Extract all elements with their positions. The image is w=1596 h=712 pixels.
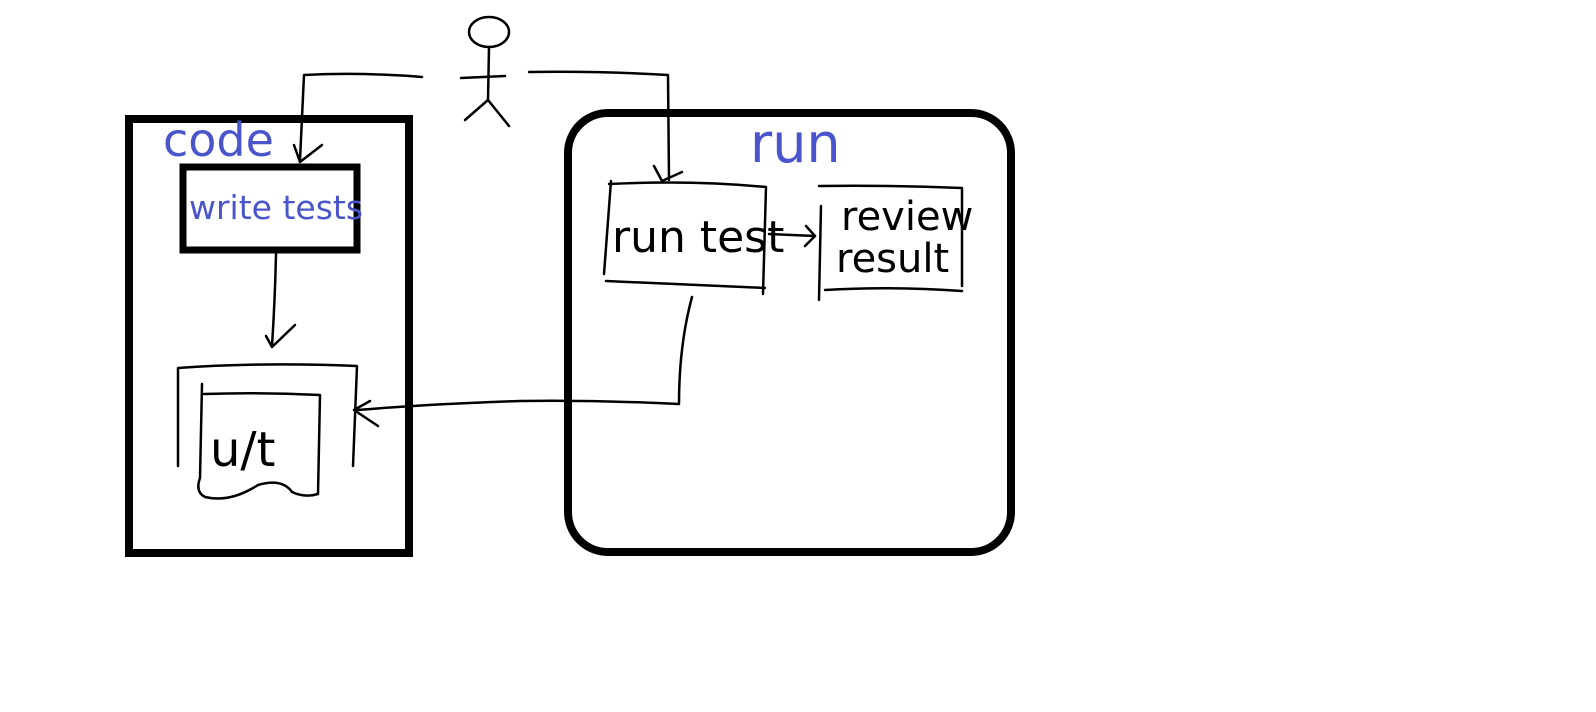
review-result-box: [817, 184, 964, 302]
run-group-label: run: [750, 112, 841, 175]
write-tests-label: write tests: [189, 188, 363, 227]
run-test-label: run test: [612, 212, 784, 263]
run-group-frame: [564, 109, 1015, 556]
edge-write-tests-to-ut: [264, 252, 297, 349]
stick-figure-icon: [459, 15, 511, 128]
review-result-label-line2: result: [836, 236, 949, 282]
ut-outer-frame: [176, 363, 359, 468]
write-tests-box: [179, 163, 361, 254]
code-group-frame: [125, 115, 413, 557]
run-group: run: [564, 109, 1015, 556]
run-test-box: [602, 179, 768, 296]
code-group: code: [125, 113, 413, 557]
edge-run-test-to-ut: [352, 295, 694, 428]
edge-actor-to-run-test: [527, 70, 684, 183]
ut-document-shape: [197, 382, 322, 500]
run-test-node: run test: [602, 179, 784, 296]
ut-label: u/t: [210, 422, 275, 478]
review-result-label-line1: review: [841, 194, 973, 240]
code-group-label: code: [163, 113, 274, 167]
edge-run-test-to-review-result: [767, 224, 817, 248]
review-result-node: review result: [817, 184, 973, 302]
write-tests-node: write tests: [179, 163, 363, 254]
ut-node: u/t: [176, 363, 359, 500]
edge-actor-to-write-tests: [292, 72, 424, 164]
